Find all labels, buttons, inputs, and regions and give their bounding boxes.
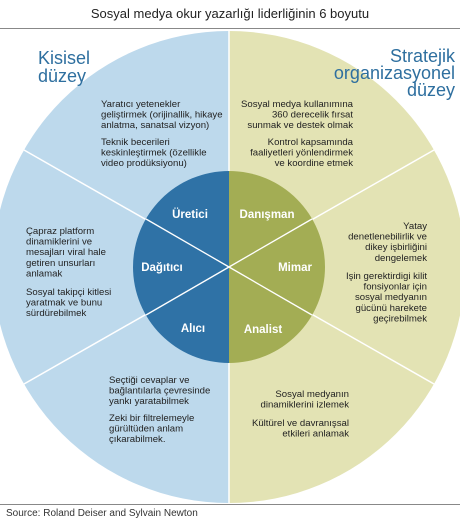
desc-dagitici-1-line: dinamiklerini ve: [26, 237, 92, 248]
desc-ureteci-1-line: geliştirmek (orijinallik, hikaye: [101, 110, 223, 121]
desc-mimar-1-line: denetlenebilirlik ve: [348, 232, 427, 243]
desc-dagitici-2-line: sürdürebilmek: [26, 308, 86, 319]
inner-divider-upper-left: [145, 218, 230, 268]
desc-danisman-1-line: sunmak ve destek olmak: [247, 120, 353, 131]
desc-dagitici-1-line: anlamak: [26, 268, 62, 279]
desc-danisman-2-line: faaliyetleri yönlendirmek: [250, 148, 353, 159]
desc-danisman-1-line: 360 derecelik fırsat: [272, 110, 353, 121]
desc-mimar-2-line: gücünü harekete: [356, 303, 427, 314]
desc-mimar-2-line: fonsiyonlar için: [364, 282, 427, 293]
desc-ureteci-2-line: video prodüksiyonu): [101, 158, 187, 169]
level-right-line: Stratejik: [390, 46, 456, 66]
inner-right-half: [229, 171, 325, 363]
source-divider: [0, 504, 460, 505]
desc-alici-2-line: Zeki bir filtrelemeyle: [109, 413, 194, 424]
desc-dagitici-1-line: Çapraz platform: [26, 226, 94, 237]
role-analist: Analist: [244, 324, 283, 336]
desc-ureteci-1-line: Yaratıcı yetenekler: [101, 99, 181, 110]
inner-left-half: [133, 171, 229, 363]
desc-ureteci-1-line: anlatma, sanatsal vizyon): [101, 120, 209, 131]
level-right-line: organizasyonel: [334, 63, 455, 83]
desc-analist-2-line: etkileri anlamak: [282, 429, 349, 440]
level-left-line: Kisisel: [38, 48, 90, 68]
role-dagitici: Dağıtıcı: [141, 262, 183, 274]
desc-mimar-2-line: geçirebilmek: [373, 313, 427, 324]
role-ureteci: Üretici: [172, 208, 208, 221]
source-credit: Source: Roland Deiser and Sylvain Newton: [6, 508, 198, 519]
outer-left-half: [0, 31, 229, 503]
desc-analist-1-line: Sosyal medyanın: [275, 389, 349, 400]
outer-right-half: [229, 31, 460, 503]
role-danisman: Danışman: [240, 209, 295, 221]
desc-alici-2-line: gürültüden anlam: [109, 424, 183, 435]
inner-divider-lower-left: [145, 266, 230, 316]
role-alici: Alıcı: [181, 323, 205, 335]
title-divider: [0, 28, 460, 29]
desc-mimar-1-line: Yatay: [403, 221, 427, 232]
role-mimar: Mimar: [278, 262, 312, 274]
desc-alici-1-line: Seçtiği cevaplar ve: [109, 375, 190, 386]
desc-danisman-1-line: Sosyal medya kullanımına: [241, 99, 354, 110]
desc-dagitici-2-line: yaratmak ve bunu: [26, 298, 102, 309]
desc-mimar-2-line: sosyal medyanın: [355, 292, 427, 303]
level-left-line: düzey: [38, 66, 86, 86]
desc-dagitici-1-line: mesajları viral hale: [26, 247, 106, 258]
desc-ureteci-2-line: keskinleştirmek (özellikle: [101, 148, 207, 159]
desc-alici-1-line: bağlantılarla çevresinde: [109, 386, 210, 397]
desc-mimar-1-line: dengelemek: [375, 253, 427, 264]
inner-divider-upper-right: [228, 218, 313, 268]
desc-mimar-2-line: Işin gerektirdigi kilit: [346, 271, 427, 282]
level-right-line: düzey: [407, 80, 455, 100]
diagram-title: Sosyal medya okur yazarlığı liderliğinin…: [90, 6, 370, 21]
desc-analist-2-line: Kültürel ve davranışsal: [252, 418, 349, 429]
desc-dagitici-2-line: Sosyal takipçi kitlesi: [26, 287, 111, 298]
desc-alici-2-line: çıkarabilmek.: [109, 434, 166, 445]
desc-mimar-1-line: dikey işbirliğini: [365, 242, 427, 253]
desc-analist-1-line: dinamiklerini izlemek: [260, 400, 349, 411]
desc-danisman-2-line: ve koordine etmek: [275, 158, 354, 169]
desc-dagitici-1-line: getiren unsurları: [26, 258, 95, 269]
desc-danisman-2-line: Kontrol kapsamında: [268, 137, 354, 148]
inner-divider-lower-right: [228, 266, 313, 316]
desc-alici-1-line: yankı yaratabilmek: [109, 396, 189, 407]
desc-ureteci-2-line: Teknik becerileri: [101, 137, 170, 148]
